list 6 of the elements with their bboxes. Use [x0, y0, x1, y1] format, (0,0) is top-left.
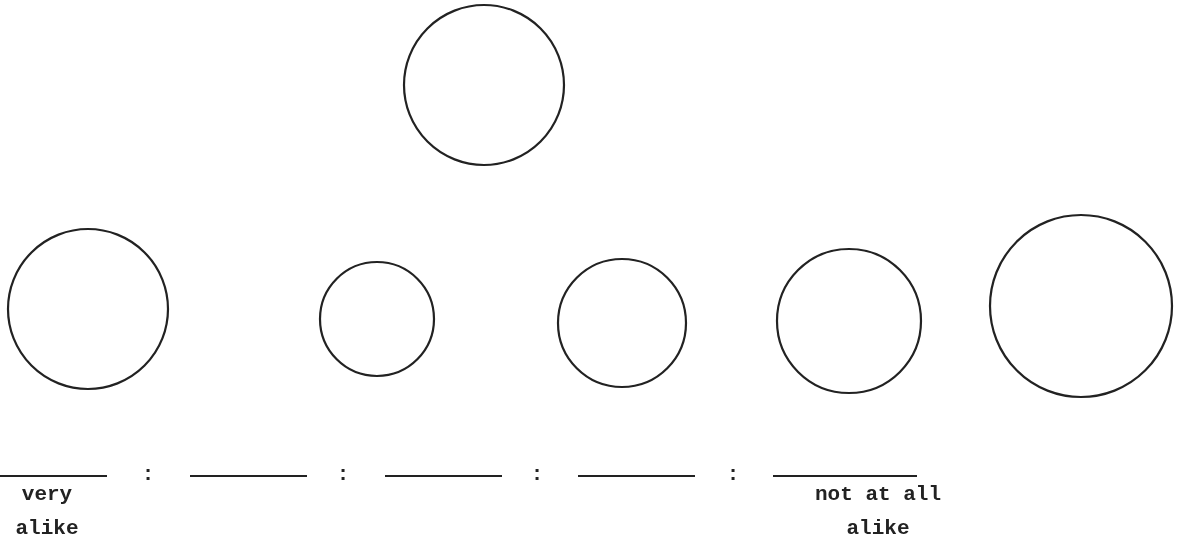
- separator-colon: :: [335, 462, 351, 488]
- separator-colon: :: [529, 462, 545, 488]
- separator-colon: :: [725, 462, 741, 488]
- separator-colon: :: [140, 462, 156, 488]
- scale-label: very alike: [14, 482, 80, 542]
- scale-label: not at all alike: [814, 482, 942, 542]
